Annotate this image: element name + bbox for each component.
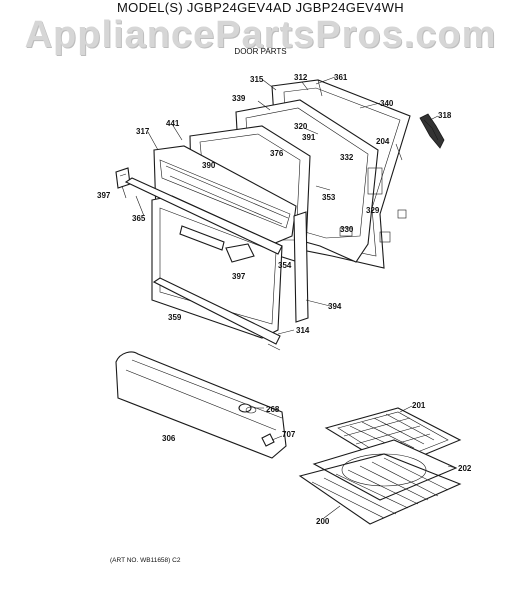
handle-endcap-397: [225, 243, 255, 263]
part-label: 312: [294, 73, 308, 82]
part-label: 268: [266, 405, 280, 414]
bracket-397-upper: [115, 167, 131, 189]
part-label: 353: [322, 193, 336, 202]
model-numbers-heading: MODEL(S) JGBP24GEV4AD JGBP24GEV4WH: [117, 0, 404, 15]
part-label: 359: [168, 313, 182, 322]
drawer-front-306: [115, 351, 287, 459]
section-title: DOOR PARTS: [234, 47, 287, 56]
part-label: 340: [380, 99, 394, 108]
door-handle-365: [124, 177, 283, 255]
part-label: 314: [296, 326, 310, 335]
part-label: 201: [412, 401, 426, 410]
part-label: 394: [328, 302, 342, 311]
art-number-caption: (ART NO. WB11658) C2: [110, 557, 181, 564]
part-label: 204: [376, 137, 390, 146]
part-label: 397: [97, 191, 111, 200]
gasket-318: [419, 113, 445, 149]
part-label: 365: [132, 214, 146, 223]
part-label: 329: [366, 206, 380, 215]
part-label: 330: [340, 225, 354, 234]
part-label: 390: [202, 161, 216, 170]
part-label: 707: [282, 430, 296, 439]
part-label: 441: [166, 119, 180, 128]
part-label: 361: [334, 73, 348, 82]
part-label: 339: [232, 94, 246, 103]
leader-lines: [121, 76, 457, 519]
part-label: 318: [438, 111, 452, 120]
part-label: 200: [316, 517, 330, 526]
part-label: 354: [278, 261, 292, 270]
part-label: 306: [162, 434, 176, 443]
part-label: 315: [250, 75, 264, 84]
bottom-trim-359: [152, 277, 281, 351]
part-label: 391: [302, 133, 316, 142]
part-label: 320: [294, 122, 308, 131]
part-labels: 315 312 361 339 340 318 320 391 204 441 …: [97, 73, 472, 526]
site-watermark: AppliancePartsPros.com: [24, 14, 497, 56]
part-label: 332: [340, 153, 354, 162]
hinge-rail-394: [293, 211, 309, 323]
part-label: 317: [136, 127, 150, 136]
drawer-roller-268: [238, 403, 257, 414]
part-label: 397: [232, 272, 246, 281]
part-label: 376: [270, 149, 284, 158]
part-label: 202: [458, 464, 472, 473]
oven-rack-200: [298, 453, 462, 525]
clip-707: [261, 433, 275, 447]
